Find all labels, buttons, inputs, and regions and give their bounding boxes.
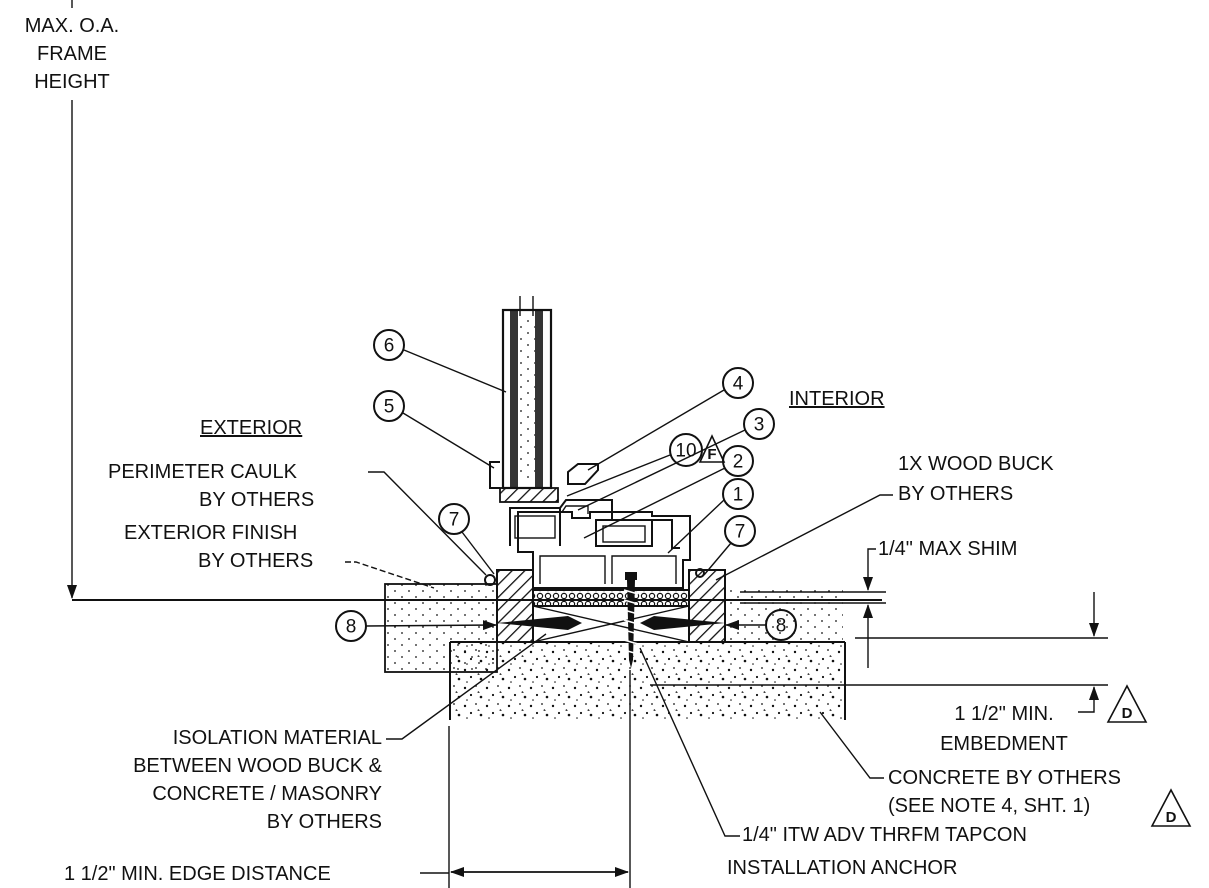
exterior-label: EXTERIOR	[200, 417, 302, 439]
callout-5-number: 5	[384, 397, 395, 418]
frame-height-label-line3: HEIGHT	[34, 71, 110, 93]
callout-7-right-number: 7	[735, 522, 746, 543]
window-frame-extrusion	[509, 463, 691, 589]
exterior-finish-line1: EXTERIOR FINISH	[124, 522, 297, 544]
callout-1-number: 1	[733, 485, 744, 506]
max-shim-label: 1/4" MAX SHIM	[878, 538, 1017, 560]
callout-5: 5	[373, 390, 495, 469]
callout-7-left: 7	[438, 503, 495, 575]
embedment-dimension: 1 1/2" MIN. EMBEDMENT D	[650, 592, 1148, 755]
callout-4-number: 4	[733, 374, 744, 395]
isolation-line3: CONCRETE / MASONRY	[152, 783, 382, 805]
isolation-line2: BETWEEN WOOD BUCK &	[133, 755, 383, 777]
callout-4: 4	[587, 367, 754, 471]
max-shim-dimension: 1/4" MAX SHIM	[740, 538, 1017, 668]
perimeter-caulk-line1: PERIMETER CAULK	[108, 461, 298, 483]
embedment-line1: 1 1/2" MIN.	[954, 703, 1053, 725]
edge-distance-dimension: 1 1/2" MIN. EDGE DISTANCE	[64, 670, 631, 888]
wood-buck-left	[496, 569, 534, 643]
perimeter-anchor-right	[640, 616, 725, 630]
callout-8-right-number: 8	[776, 616, 787, 637]
frame-height-dimension: MAX. O.A. FRAME HEIGHT	[25, 0, 119, 599]
anchor-line2: INSTALLATION ANCHOR	[727, 857, 957, 879]
callout-3-number: 3	[754, 415, 765, 436]
interior-label: INTERIOR	[789, 388, 885, 410]
anchor-line1: 1/4" ITW ADV THRFM TAPCON	[742, 824, 1027, 846]
frame-height-label-line1: MAX. O.A.	[25, 15, 119, 37]
revision-mark-f: F	[707, 446, 716, 463]
callout-8-left: 8	[335, 610, 497, 642]
callout-6-number: 6	[384, 336, 395, 357]
callout-8-right: 8	[725, 609, 797, 641]
tapcon-anchor	[623, 572, 639, 668]
glazing-unit	[489, 296, 559, 503]
tapcon-anchor-note: 1/4" ITW ADV THRFM TAPCON INSTALLATION A…	[639, 647, 1027, 879]
callout-3: 3	[577, 408, 775, 511]
wood-buck-line2: BY OTHERS	[898, 483, 1013, 505]
edge-distance-label: 1 1/2" MIN. EDGE DISTANCE	[64, 863, 331, 885]
callout-2: 2	[583, 445, 754, 539]
concrete-substrate	[449, 588, 846, 720]
isolation-line1: ISOLATION MATERIAL	[173, 727, 382, 749]
wood-buck-line1: 1X WOOD BUCK	[898, 453, 1054, 475]
shim-strip	[532, 589, 690, 643]
isolation-line4: BY OTHERS	[267, 811, 382, 833]
caulk-bead-interior	[695, 568, 705, 578]
callout-6: 6	[373, 329, 507, 393]
callout-1: 1	[667, 478, 754, 554]
perimeter-anchor-left	[497, 616, 582, 630]
exterior-finish-line2: BY OTHERS	[198, 550, 313, 572]
caulk-bead-exterior	[484, 574, 496, 586]
concrete-note: CONCRETE BY OTHERS (SEE NOTE 4, SHT. 1) …	[819, 711, 1192, 827]
wood-buck-right	[688, 569, 726, 643]
isolation-material-note: ISOLATION MATERIAL BETWEEN WOOD BUCK & C…	[133, 633, 547, 833]
wood-buck-note: 1X WOOD BUCK BY OTHERS	[715, 453, 1054, 581]
perimeter-caulk-line2: BY OTHERS	[199, 489, 314, 511]
exterior-finish-note: EXTERIOR FINISH BY OTHERS	[124, 522, 435, 589]
perimeter-caulk-note: PERIMETER CAULK BY OTHERS	[108, 461, 487, 576]
callout-8-left-number: 8	[346, 617, 357, 638]
embedment-line2: EMBEDMENT	[940, 733, 1068, 755]
callout-7-left-number: 7	[449, 510, 460, 531]
revision-mark-d-2: D	[1166, 809, 1177, 826]
callout-7-right: 7	[703, 515, 756, 576]
revision-mark-d-1: D	[1122, 705, 1133, 722]
concrete-line2: (SEE NOTE 4, SHT. 1)	[888, 795, 1090, 817]
callout-10-number: 10	[675, 441, 696, 462]
frame-height-label-line2: FRAME	[37, 43, 107, 65]
callout-10: 10 F	[566, 433, 726, 497]
callout-2-number: 2	[733, 452, 744, 473]
concrete-line1: CONCRETE BY OTHERS	[888, 767, 1121, 789]
